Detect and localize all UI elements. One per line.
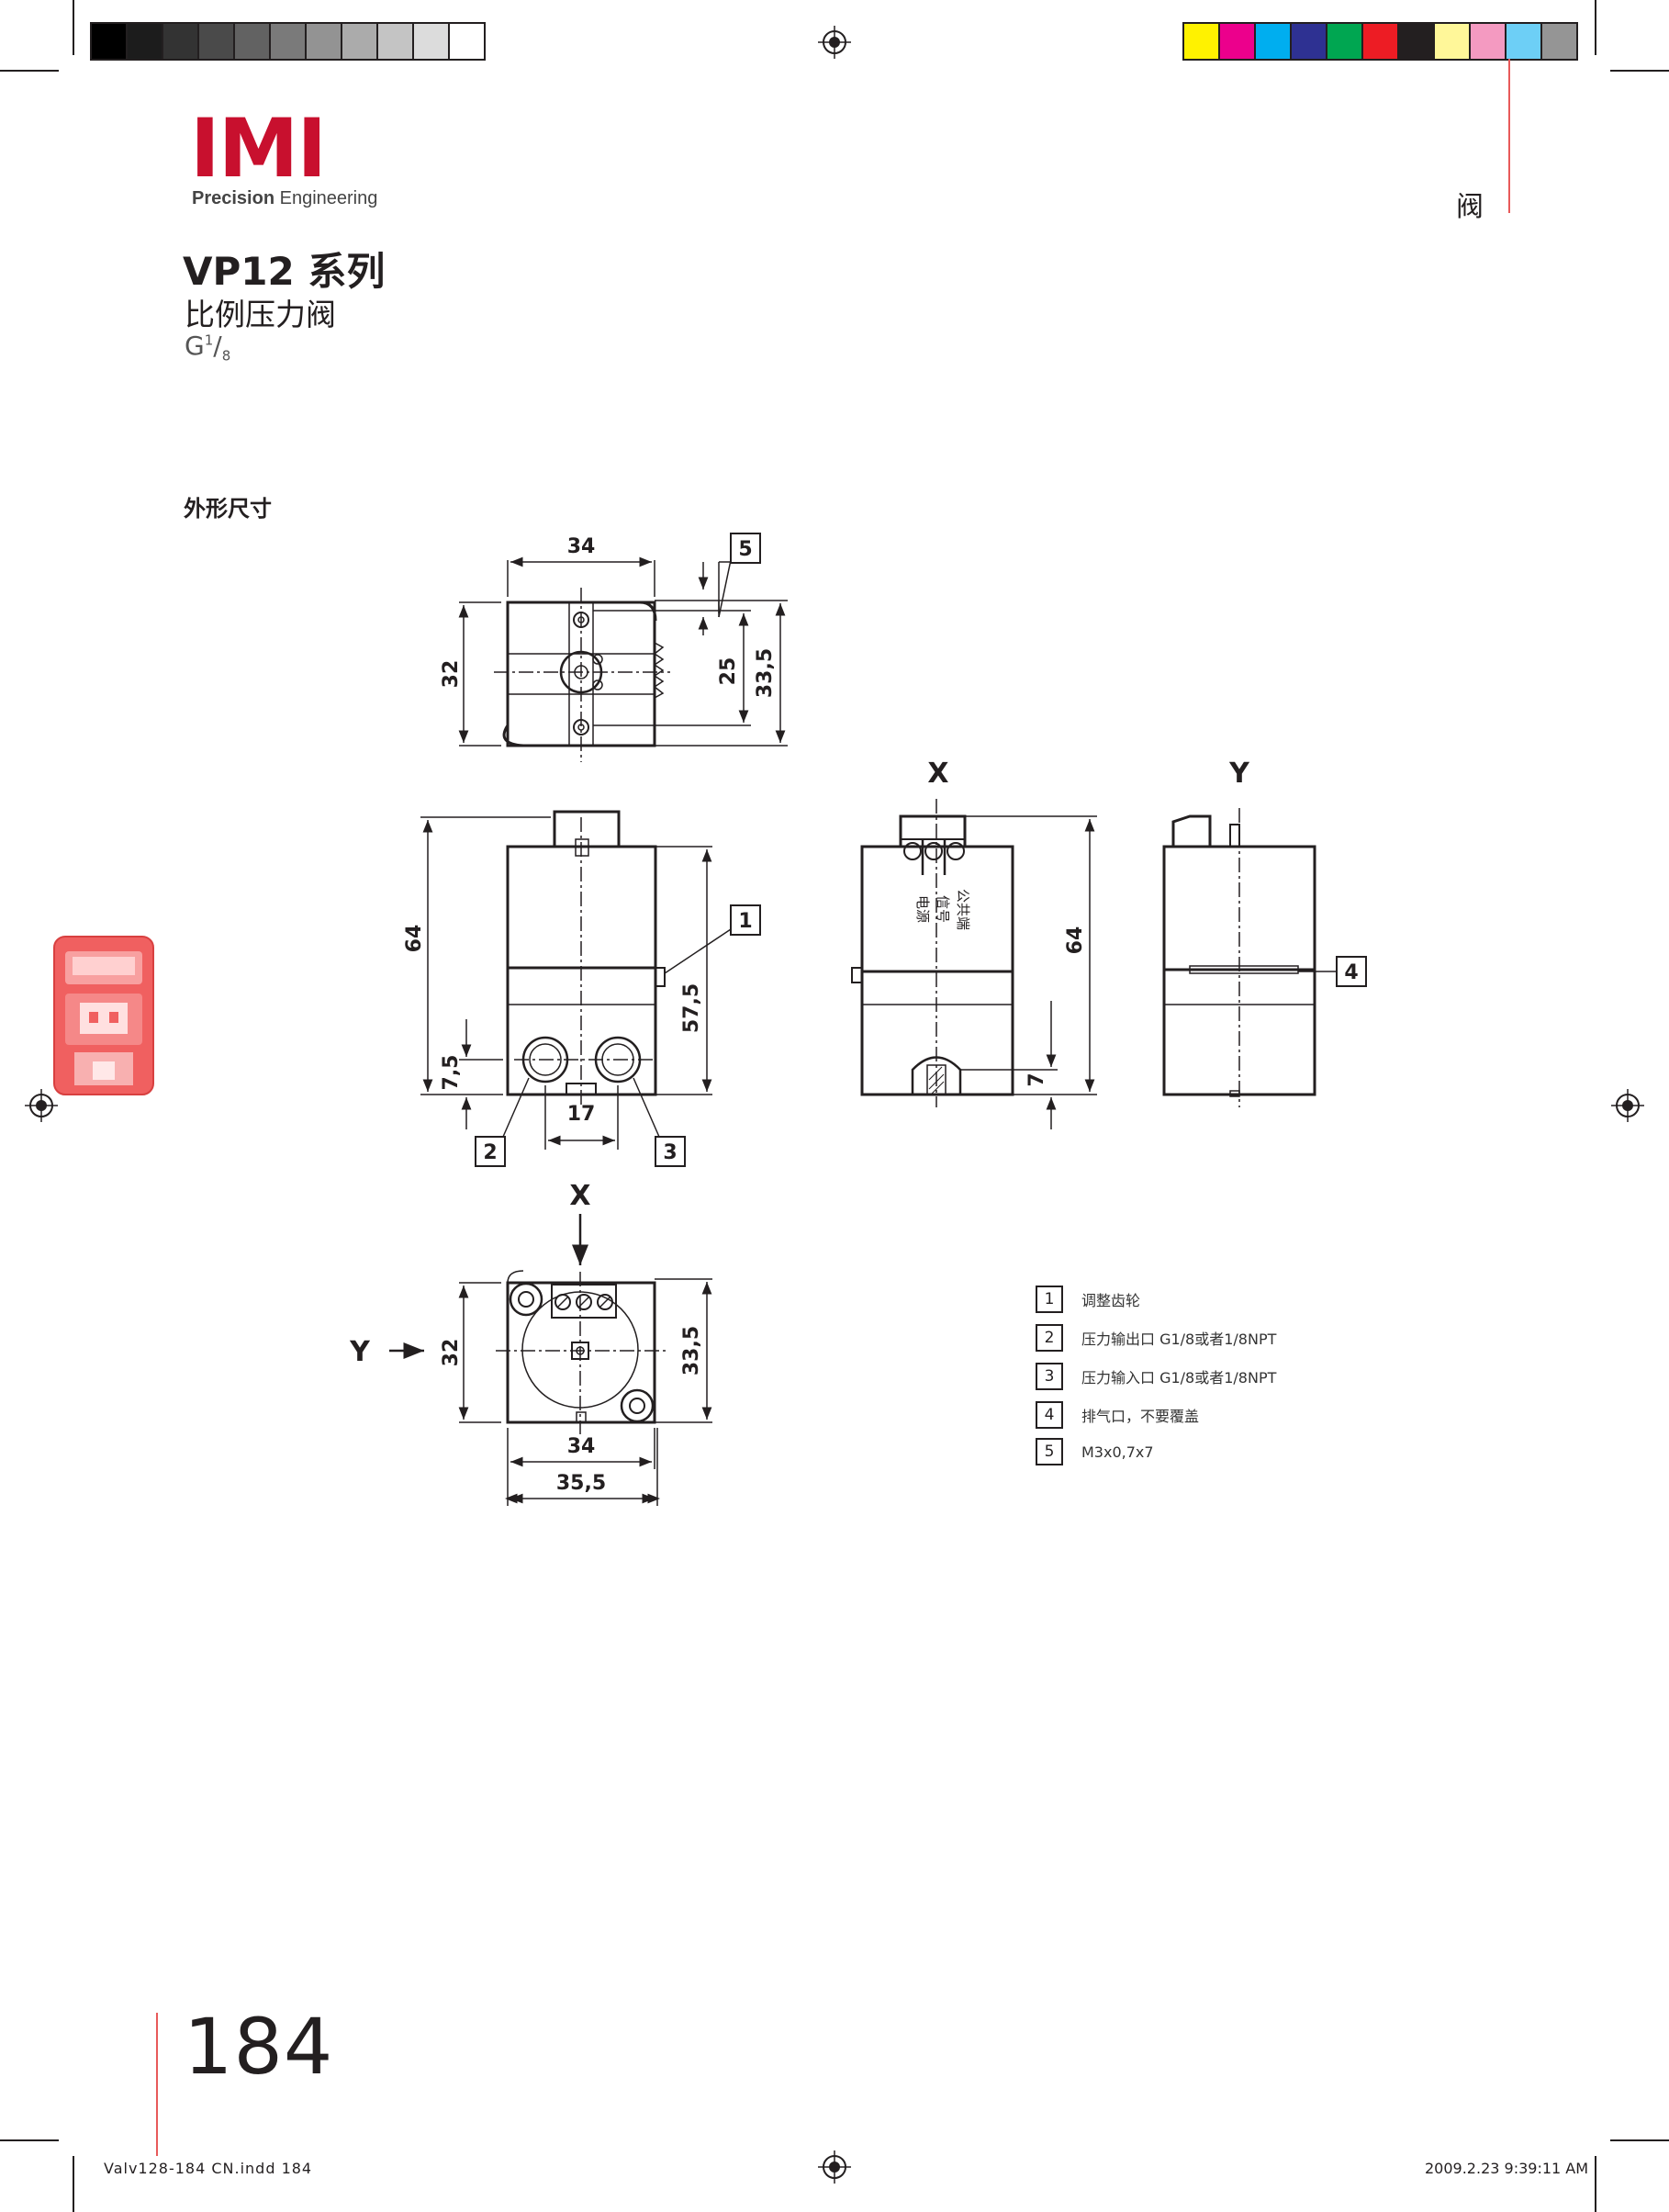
legend-item: 5 M3x0,7x7 bbox=[1036, 1438, 1154, 1465]
crop-mark bbox=[0, 2139, 59, 2141]
legend-num: 1 bbox=[1036, 1286, 1063, 1313]
callout-3: 3 bbox=[663, 1141, 677, 1164]
section-tab-line bbox=[1508, 59, 1510, 213]
legend-num: 2 bbox=[1036, 1324, 1063, 1352]
terminal-label-signal: 信号 bbox=[935, 895, 951, 923]
bottom-view-x-label: X bbox=[569, 1180, 590, 1212]
crop-mark bbox=[73, 0, 74, 55]
legend-item: 3 压力输入口 G1/8或者1/8NPT bbox=[1036, 1363, 1276, 1390]
legend-num: 4 bbox=[1036, 1401, 1063, 1429]
callout-5: 5 bbox=[738, 538, 752, 561]
port-size-label: G1/8 bbox=[185, 331, 231, 365]
footer-filename: Valv128-184 CN.indd 184 bbox=[104, 2160, 313, 2177]
top-dim-25: 25 bbox=[717, 657, 740, 686]
top-dim-height: 32 bbox=[440, 660, 463, 689]
legend-item: 1 调整齿轮 bbox=[1036, 1286, 1140, 1313]
legend-text: 调整齿轮 bbox=[1081, 1292, 1141, 1309]
callout-boxes bbox=[475, 533, 1367, 1167]
top-view-outline bbox=[494, 588, 670, 762]
legend-text: M3x0,7x7 bbox=[1081, 1443, 1154, 1461]
front-dim-17: 17 bbox=[567, 1103, 596, 1126]
front-dim-7-5: 7,5 bbox=[440, 1055, 463, 1091]
legend-text: 压力输出口 G1/8或者1/8NPT bbox=[1081, 1331, 1277, 1348]
crop-mark bbox=[1595, 0, 1596, 55]
bottom-dim-33-5: 33,5 bbox=[680, 1326, 703, 1375]
crop-mark bbox=[1610, 2139, 1669, 2141]
grayscale-color-bar bbox=[90, 22, 486, 61]
bottom-view-outline bbox=[496, 1270, 666, 1434]
product-thumbnail-icon bbox=[53, 936, 154, 1095]
footer-timestamp: 2009.2.23 9:39:11 AM bbox=[1425, 2160, 1589, 2177]
view-y-label: Y bbox=[1228, 758, 1250, 790]
view-x-dim-64: 64 bbox=[1064, 926, 1087, 955]
callout-1: 1 bbox=[738, 910, 752, 933]
view-x-outline bbox=[851, 799, 1014, 1107]
brand-tagline: Precision Engineering bbox=[192, 188, 378, 208]
top-dim-33-5: 33,5 bbox=[754, 648, 777, 698]
crop-mark bbox=[73, 2156, 74, 2212]
legend-text: 排气口，不要覆盖 bbox=[1081, 1408, 1200, 1425]
crop-mark bbox=[0, 70, 59, 72]
callout-4: 4 bbox=[1344, 961, 1358, 984]
bottom-dim-32: 32 bbox=[440, 1339, 463, 1367]
crop-mark bbox=[1610, 70, 1669, 72]
view-y-outline bbox=[1162, 808, 1316, 1107]
bottom-dim-34: 34 bbox=[567, 1435, 596, 1458]
section-heading: 外形尺寸 bbox=[184, 496, 272, 522]
front-dim-64: 64 bbox=[403, 925, 426, 953]
front-dim-57-5: 57,5 bbox=[680, 983, 703, 1033]
product-title: VP12 系列 bbox=[183, 249, 386, 294]
view-x-dim-7: 7 bbox=[1025, 1072, 1048, 1086]
bottom-view-y-label: Y bbox=[349, 1336, 371, 1368]
product-subtitle: 比例压力阀 bbox=[185, 297, 336, 332]
process-color-bar bbox=[1182, 22, 1578, 61]
callout-2: 2 bbox=[483, 1141, 497, 1164]
page-number-rule bbox=[156, 2013, 158, 2156]
front-view-outline bbox=[506, 810, 666, 1107]
page-number: 184 bbox=[184, 2002, 334, 2092]
crop-mark bbox=[1595, 2156, 1596, 2212]
legend-num: 3 bbox=[1036, 1363, 1063, 1390]
registration-mark bbox=[818, 26, 851, 59]
dimension-drawings: 34 32 25 33,5 5 64 57,5 7,5 17 1 2 3 X 6… bbox=[349, 533, 1367, 1506]
legend-num: 5 bbox=[1036, 1438, 1063, 1465]
view-x-label: X bbox=[927, 758, 948, 790]
registration-mark bbox=[25, 1089, 58, 1122]
registration-mark bbox=[818, 2150, 851, 2184]
terminal-label-power: 电源 bbox=[914, 895, 931, 923]
terminal-label-common: 公共端 bbox=[955, 889, 971, 930]
top-dim-width: 34 bbox=[567, 535, 596, 558]
legend-item: 4 排气口，不要覆盖 bbox=[1036, 1401, 1199, 1429]
bottom-dim-35-5: 35,5 bbox=[556, 1472, 606, 1495]
legend-item: 2 压力输出口 G1/8或者1/8NPT bbox=[1036, 1324, 1276, 1352]
brand-logo: IMI bbox=[190, 101, 327, 196]
registration-mark bbox=[1611, 1089, 1644, 1122]
legend-text: 压力输入口 G1/8或者1/8NPT bbox=[1081, 1369, 1277, 1387]
section-tab-label: 阀 bbox=[1456, 191, 1484, 223]
